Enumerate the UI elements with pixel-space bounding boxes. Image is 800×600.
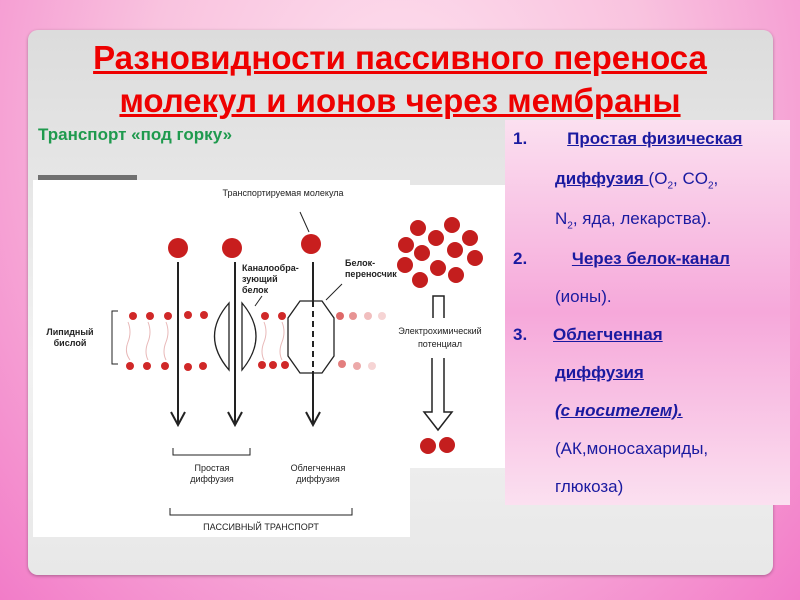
- arrow-simple-2: [227, 262, 243, 428]
- molecules: [168, 234, 321, 258]
- potential-arrow: [422, 358, 454, 432]
- bilayer-bracket: [111, 310, 118, 365]
- category-brackets: [169, 448, 353, 516]
- pointer-line: [325, 283, 343, 301]
- slide-title-text: Разновидности пассивного переноса молеку…: [93, 39, 707, 119]
- molecule: [222, 238, 242, 258]
- molecule-cluster: [397, 217, 483, 454]
- lipid-heads: [126, 311, 386, 371]
- list-item-line: глюкоза): [555, 477, 624, 496]
- list-item: 3.Облегченная: [513, 325, 663, 344]
- arrow-simple-1: [170, 262, 186, 428]
- list-item-line: диффузия (O2, CO2,: [555, 169, 719, 192]
- molecule: [301, 234, 321, 254]
- pointer-line: [299, 211, 310, 233]
- list-item-line: (ионы).: [555, 287, 612, 306]
- list-item-line: диффузия: [555, 363, 644, 382]
- carrier-protein-label: Белок-переносчик: [345, 258, 397, 279]
- list-item: 1. Простая физическая: [513, 129, 743, 148]
- subtitle: Транспорт «под горку»: [38, 125, 233, 144]
- channel-protein: [213, 301, 257, 372]
- list-item-line: (АК,моносахариды,: [555, 439, 709, 458]
- transport-types-list: 1. Простая физическая диффузия (O2, CO2,…: [505, 120, 790, 505]
- carrier-protein: [287, 300, 335, 374]
- potential-arrow-tail: [432, 295, 445, 318]
- passive-transport-label: ПАССИВНЫЙ ТРАНСПОРТ: [203, 521, 319, 532]
- molecule: [168, 238, 188, 258]
- list-item-line: (с носителем).: [555, 401, 683, 420]
- list-item-line: N2, яда, лекарства).: [555, 209, 712, 232]
- lipid-tails: [125, 321, 285, 361]
- slide-title: Разновидности пассивного переноса молеку…: [40, 36, 760, 122]
- pointer-line: [254, 295, 263, 307]
- transported-molecule-label: Транспортируемая молекула: [222, 188, 343, 198]
- list-item: 2. Через белок-канал: [513, 249, 730, 268]
